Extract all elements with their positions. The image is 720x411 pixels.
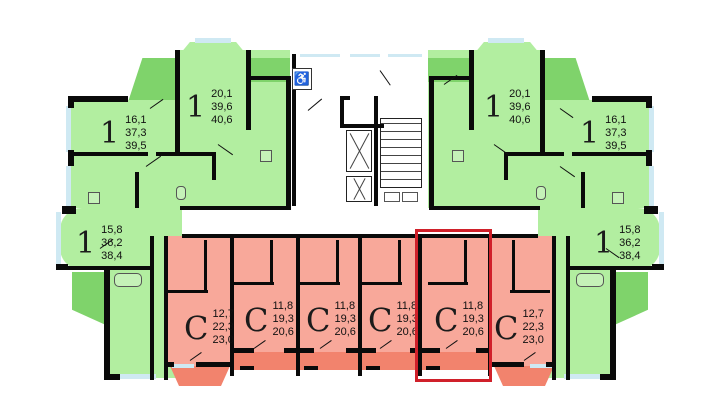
area-with-balcony: 39,5 (605, 140, 627, 152)
elevator-shaft-2-icon (346, 176, 372, 202)
room-count: С (244, 300, 269, 339)
area-with-balcony: 23,0 (522, 334, 544, 346)
total-area: 39,6 (509, 101, 531, 113)
apartment-label-top-left: 1 16,1 37,3 39,5 (100, 114, 147, 153)
studio-label-6: С 12,7 22,3 23,0 (494, 308, 544, 347)
staircase-icon (380, 118, 422, 188)
wheelchair-accessible-icon: ♿ (292, 68, 312, 90)
total-area: 19,3 (462, 313, 484, 325)
studio-label-1: С 12,7 22,3 23,0 (184, 308, 234, 347)
room-count: 1 (594, 225, 614, 261)
studio-5[interactable] (420, 236, 490, 352)
balcony-top-right (542, 58, 590, 102)
room-count: 1 (186, 89, 206, 125)
bathtub-icon (114, 273, 142, 287)
stove-icon (612, 192, 624, 204)
studio-6[interactable] (492, 236, 554, 366)
studio-label-2: С 11,8 19,3 20,6 (244, 300, 294, 339)
area-with-balcony: 40,6 (509, 114, 531, 126)
stove-icon (452, 150, 464, 162)
room-count: 1 (100, 115, 120, 151)
living-area: 12,7 (522, 308, 544, 320)
balcony-mid-left (72, 272, 108, 326)
total-area: 19,3 (334, 313, 356, 325)
living-area: 15,8 (619, 224, 641, 236)
living-area: 16,1 (125, 114, 147, 126)
living-area: 11,8 (272, 300, 294, 312)
room-count: 1 (580, 115, 600, 151)
living-area: 11,8 (334, 300, 356, 312)
area-with-balcony: 38,4 (619, 250, 641, 262)
studio-3[interactable] (298, 236, 358, 352)
balcony-top-left (128, 58, 176, 102)
living-area: 20,1 (509, 88, 531, 100)
total-area: 22,3 (212, 321, 234, 333)
room-count: С (184, 308, 209, 347)
apartment-label-top-right: 1 16,1 37,3 39,5 (580, 114, 627, 153)
room-count: С (306, 300, 331, 339)
studio-label-3: С 11,8 19,3 20,6 (306, 300, 356, 339)
studio-6-balcony (494, 366, 554, 386)
studio-2[interactable] (232, 236, 296, 352)
total-area: 36,2 (619, 237, 641, 249)
toilet-icon (176, 186, 186, 200)
stove-icon (88, 192, 100, 204)
area-with-balcony: 20,6 (334, 326, 356, 338)
total-area: 36,2 (101, 237, 123, 249)
living-area: 12,7 (212, 308, 234, 320)
studio-label-5: С 11,8 19,3 20,6 (434, 300, 484, 339)
total-area: 39,6 (211, 101, 233, 113)
area-with-balcony: 40,6 (211, 114, 233, 126)
total-area: 37,3 (125, 127, 147, 139)
apartment-label-top-left-center: 1 20,1 39,6 40,6 (186, 88, 233, 127)
total-area: 37,3 (605, 127, 627, 139)
area-with-balcony: 20,6 (272, 326, 294, 338)
apartment-label-top-right-center: 1 20,1 39,6 40,6 (484, 88, 531, 127)
studio-4[interactable] (360, 236, 418, 352)
room-count: 1 (484, 89, 504, 125)
elevator-shaft-icon (346, 130, 372, 172)
area-with-balcony: 23,0 (212, 334, 234, 346)
living-area: 20,1 (211, 88, 233, 100)
total-area: 22,3 (522, 321, 544, 333)
room-count: С (434, 300, 459, 339)
total-area: 19,3 (396, 313, 418, 325)
area-with-balcony: 39,5 (125, 140, 147, 152)
living-area: 11,8 (396, 300, 418, 312)
area-with-balcony: 20,6 (396, 326, 418, 338)
room-count: С (368, 300, 393, 339)
apartment-mid-left[interactable] (60, 208, 152, 270)
apartment-mid-right[interactable] (568, 208, 660, 270)
apartment-label-mid-right: 1 15,8 36,2 38,4 (594, 224, 641, 263)
apartment-label-mid-left: 1 15,8 36,2 38,4 (76, 224, 123, 263)
studio-label-4: С 11,8 19,3 20,6 (368, 300, 418, 339)
room-count: С (494, 308, 519, 347)
studio-1[interactable] (166, 236, 230, 366)
living-area: 11,8 (462, 300, 484, 312)
area-with-balcony: 20,6 (462, 326, 484, 338)
total-area: 19,3 (272, 313, 294, 325)
studio-1-balcony (170, 366, 230, 386)
selected-unit-highlight (415, 229, 492, 382)
bathtub-icon (576, 273, 604, 287)
room-count: 1 (76, 225, 96, 261)
stove-icon (260, 150, 272, 162)
area-with-balcony: 38,4 (101, 250, 123, 262)
living-area: 15,8 (101, 224, 123, 236)
balcony-mid-right (612, 272, 648, 326)
living-area: 16,1 (605, 114, 627, 126)
toilet-icon (536, 186, 546, 200)
